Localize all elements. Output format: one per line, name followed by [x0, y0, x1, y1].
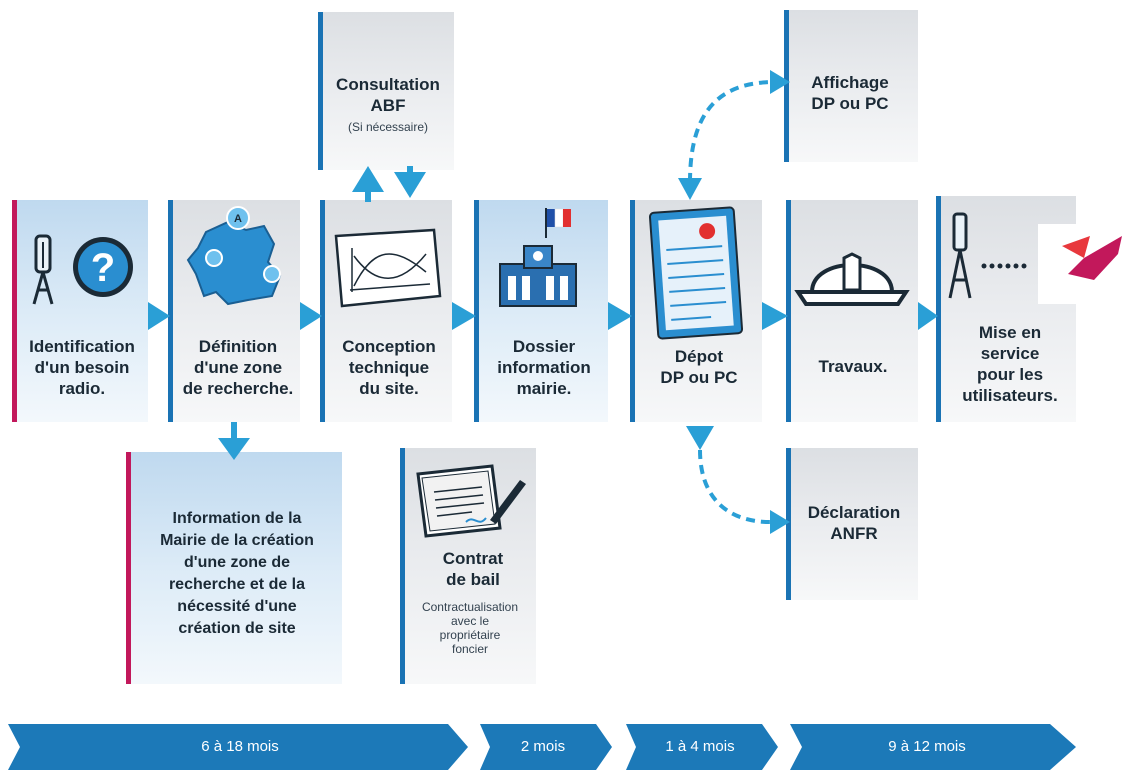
information-mairie-label: Information de la Mairie de la création … — [160, 510, 314, 637]
french-flag-icon — [545, 208, 571, 238]
arrow-3-4 — [452, 302, 476, 330]
information-mairie-bar — [126, 452, 131, 684]
arrow-5-6 — [762, 302, 788, 330]
arrow-down-information — [218, 438, 250, 460]
timeline-phase4-band — [790, 724, 1076, 770]
svg-text:A: A — [234, 213, 242, 225]
contract-icon — [416, 464, 526, 538]
arrow-6-7 — [918, 302, 938, 330]
timeline-phase2-band — [480, 724, 612, 770]
step-definition-bar — [168, 200, 173, 422]
declaration-bar — [786, 448, 791, 600]
antenna-icon — [32, 234, 54, 305]
antenna-connection-icon — [948, 212, 1027, 299]
step-travaux-label: Travaux. — [818, 357, 888, 376]
contrat-bail-bar — [400, 448, 405, 684]
question-icon: ? — [73, 237, 133, 297]
step-identification-box — [12, 200, 148, 422]
consultation-abf-bar — [318, 12, 323, 170]
hard-hat-icon — [794, 252, 910, 306]
town-hall-icon — [499, 245, 577, 307]
form-document-icon — [648, 206, 744, 340]
step-travaux-box — [786, 200, 918, 422]
consultation-abf-title: Consultation ABF — [336, 75, 440, 115]
step-conception-bar — [320, 200, 325, 422]
operator-logo — [1038, 224, 1126, 304]
arrow-depot-declaration — [698, 449, 771, 524]
step-dossier-label: Dossier information mairie. — [497, 337, 591, 398]
consultation-abf-box — [318, 12, 454, 170]
arrow-depot-affichage — [688, 80, 771, 183]
information-mairie-box — [126, 452, 342, 684]
timeline-phase4-label: 9 à 12 mois — [888, 738, 966, 755]
arrow-down-consultation — [394, 172, 426, 198]
consultation-abf-note: (Si nécessaire) — [347, 120, 429, 134]
technical-drawing-icon — [334, 228, 442, 308]
step-identification-label: Identification d'un besoin radio. — [29, 337, 135, 398]
step-dossier-box — [474, 200, 608, 422]
step-conception-label: Conception technique du site. — [342, 337, 436, 398]
timeline-phase3-label: 1 à 4 mois — [665, 738, 735, 755]
svg-text:?: ? — [91, 246, 115, 290]
timeline-phase1-label: 6 à 18 mois — [201, 738, 279, 755]
step-mise-en-service-label: Mise en service pour les utilisateurs. — [962, 323, 1058, 405]
france-map-icon: A — [186, 206, 282, 306]
declaration-box — [786, 448, 918, 600]
step-travaux-bar — [786, 200, 791, 422]
contrat-bail-note: Contractualisation avec le propriétaire … — [421, 600, 519, 656]
arrow-up-consultation — [352, 166, 384, 192]
timeline-phase2-label: 2 mois — [520, 738, 566, 755]
timeline-phase1-band — [8, 724, 468, 770]
affichage-box — [784, 10, 918, 162]
step-identification-bar — [12, 200, 17, 422]
step-dossier-bar — [474, 200, 479, 422]
step-definition-label: Définition d'une zone de recherche. — [182, 337, 294, 398]
arrow-1-2 — [148, 302, 170, 330]
contrat-bail-title: Contrat de bail — [442, 549, 504, 589]
affichage-bar — [784, 10, 789, 162]
declaration-label: Déclaration ANFR — [807, 503, 901, 543]
arrow-4-5 — [608, 302, 632, 330]
step-mise-en-service-bar — [936, 196, 941, 422]
arrow-2-3 — [300, 302, 322, 330]
step-depot-label: Dépot DP ou PC — [660, 347, 738, 387]
step-depot-bar — [630, 200, 635, 422]
timeline-phase3-band — [626, 724, 778, 770]
affichage-label: Affichage DP ou PC — [811, 73, 889, 113]
